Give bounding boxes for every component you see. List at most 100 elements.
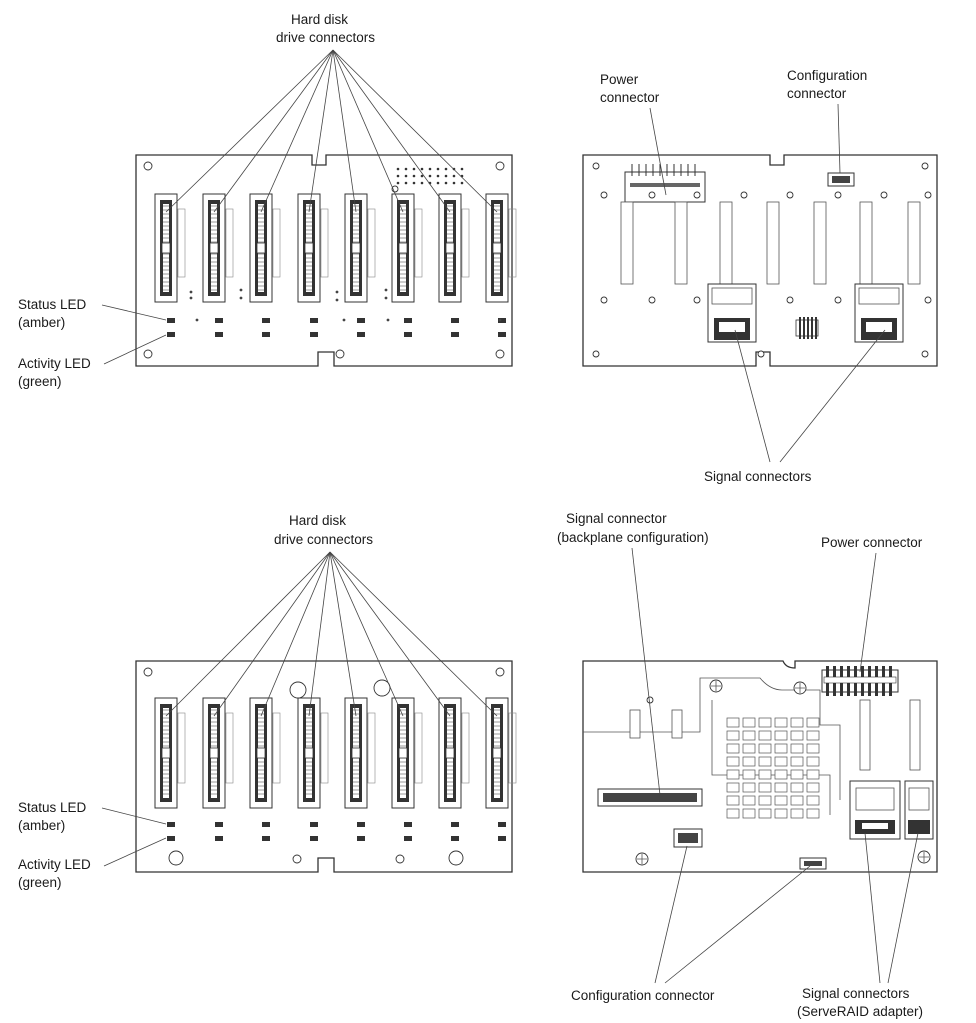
activity-led bbox=[310, 836, 318, 841]
drive-connector bbox=[249, 697, 281, 809]
drive-connector bbox=[344, 697, 376, 809]
tr-config-label-2: connector bbox=[787, 86, 847, 101]
tr-config-label-1: Configuration bbox=[787, 68, 867, 83]
status-led bbox=[310, 318, 318, 323]
status-led bbox=[498, 822, 506, 827]
tr-leaders bbox=[649, 103, 886, 463]
tl-status-label-1: Status LED bbox=[18, 297, 87, 312]
board-outline bbox=[135, 660, 513, 873]
rear-backplane-bottom bbox=[582, 660, 938, 873]
tr-power-label-2: connector bbox=[600, 90, 660, 105]
power-connector bbox=[821, 666, 899, 696]
activity-led bbox=[262, 836, 270, 841]
drive-connector bbox=[485, 697, 517, 809]
config-connector bbox=[827, 172, 855, 187]
br-signals-label-2: (ServeRAID adapter) bbox=[797, 1004, 923, 1019]
activity-led bbox=[404, 836, 412, 841]
status-led bbox=[262, 318, 270, 323]
cutouts bbox=[629, 696, 921, 771]
hdd-leader bbox=[329, 551, 357, 717]
hdd-leader bbox=[213, 49, 334, 213]
power-connector bbox=[624, 164, 706, 203]
status-led bbox=[310, 822, 318, 827]
vertical-cutouts bbox=[620, 201, 921, 285]
activity-led bbox=[310, 332, 318, 337]
bl-status-label-2: (amber) bbox=[18, 818, 65, 833]
bl-leaders bbox=[101, 807, 167, 867]
activity-led bbox=[215, 332, 223, 337]
board-outline bbox=[582, 660, 938, 873]
activity-led bbox=[357, 332, 365, 337]
drive-connector bbox=[297, 193, 329, 303]
bl-hdd-label-2: drive connectors bbox=[274, 532, 373, 547]
screws bbox=[635, 679, 931, 866]
br-leaders bbox=[631, 547, 919, 984]
hdd-leader bbox=[329, 551, 404, 717]
drive-connector-row bbox=[154, 697, 517, 809]
hdd-leader bbox=[260, 551, 331, 717]
bl-activity-label-2: (green) bbox=[18, 875, 62, 890]
drive-connector bbox=[202, 697, 234, 809]
drive-connector bbox=[154, 193, 186, 303]
tl-activity-label-1: Activity LED bbox=[18, 356, 91, 371]
drive-connector bbox=[485, 193, 517, 303]
status-led bbox=[357, 318, 365, 323]
hdd-leader bbox=[308, 551, 331, 717]
center-chip bbox=[795, 317, 819, 339]
activity-led bbox=[167, 836, 175, 841]
front-backplane-top bbox=[135, 154, 517, 367]
drive-connector bbox=[391, 193, 423, 303]
tl-activity-label-2: (green) bbox=[18, 374, 62, 389]
hdd-leader bbox=[332, 49, 498, 213]
tl-leaders bbox=[101, 304, 167, 365]
activity-led bbox=[262, 332, 270, 337]
br-config-label: Configuration connector bbox=[571, 988, 715, 1003]
component-dots bbox=[189, 167, 502, 322]
mounting-holes bbox=[143, 161, 505, 359]
small-connector bbox=[799, 857, 827, 870]
drive-connector-row bbox=[154, 193, 517, 303]
status-led bbox=[215, 318, 223, 323]
tl-status-label-2: (amber) bbox=[18, 315, 65, 330]
activity-led bbox=[167, 332, 175, 337]
hdd-leader bbox=[332, 49, 357, 213]
status-led bbox=[167, 822, 175, 827]
bl-hdd-leader-fan bbox=[165, 551, 498, 717]
led-row bbox=[167, 822, 506, 841]
bl-hdd-label-1: Hard disk bbox=[289, 513, 346, 528]
drive-connector bbox=[202, 193, 234, 303]
hdd-leader bbox=[165, 551, 331, 717]
led-row bbox=[167, 318, 506, 337]
serveraid-signal-connector-1 bbox=[849, 780, 901, 840]
hdd-leader bbox=[213, 551, 331, 717]
hdd-leader bbox=[308, 49, 334, 213]
activity-led bbox=[404, 332, 412, 337]
drive-connector bbox=[249, 193, 281, 303]
hdd-leader bbox=[329, 551, 451, 717]
status-led bbox=[404, 822, 412, 827]
drive-connector bbox=[438, 193, 470, 303]
bl-status-label-1: Status LED bbox=[18, 800, 87, 815]
drive-connector bbox=[154, 697, 186, 809]
hdd-leader bbox=[329, 551, 498, 717]
activity-led bbox=[357, 836, 365, 841]
drive-connector bbox=[297, 697, 329, 809]
board-outline bbox=[135, 154, 513, 367]
tr-power-label-1: Power bbox=[600, 72, 639, 87]
br-power-label: Power connector bbox=[821, 535, 923, 550]
hdd-leader bbox=[332, 49, 404, 213]
drive-connector bbox=[391, 697, 423, 809]
drive-connector bbox=[438, 697, 470, 809]
status-led bbox=[215, 822, 223, 827]
drive-connector bbox=[344, 193, 376, 303]
hdd-leader bbox=[332, 49, 451, 213]
activity-led bbox=[215, 836, 223, 841]
status-led bbox=[498, 318, 506, 323]
status-led bbox=[167, 318, 175, 323]
signal-connector-right bbox=[854, 283, 904, 343]
mounting-holes bbox=[143, 667, 505, 866]
front-backplane-bottom bbox=[135, 660, 517, 873]
tl-hdd-label-1: Hard disk bbox=[291, 12, 348, 27]
board-outline bbox=[582, 154, 938, 367]
mounting-holes bbox=[592, 162, 932, 358]
